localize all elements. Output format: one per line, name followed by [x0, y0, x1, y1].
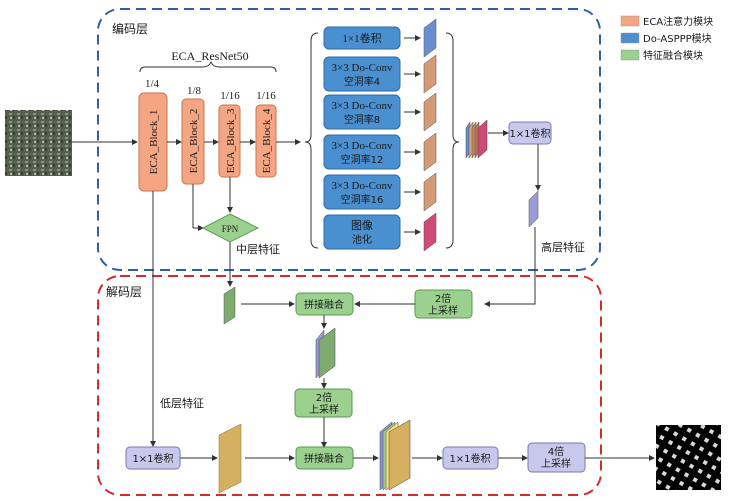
- scale-label-4: 1/16: [256, 90, 276, 102]
- legend-swatch: [620, 49, 640, 61]
- legend-label: Do-ASPPP模块: [643, 33, 712, 45]
- aspp-feature-map-4: [423, 132, 437, 172]
- svg-text:2倍: 2倍: [435, 292, 451, 305]
- svg-text:上采样: 上采样: [309, 403, 339, 416]
- aspp-feature-map-5: [423, 172, 437, 212]
- aspp-feature-map-6: [423, 212, 437, 252]
- svg-text:ECA_Block_1: ECA_Block_1: [148, 110, 160, 175]
- decoder-title: 解码层: [106, 285, 142, 299]
- encoder-region: [97, 8, 601, 271]
- eca-block-1: ECA_Block_1 1/4: [138, 78, 168, 192]
- decoder-region: [97, 275, 602, 496]
- legend-item-1: ECA注意力模块: [620, 15, 713, 28]
- svg-text:3×3 Do-Conv: 3×3 Do-Conv: [332, 140, 393, 152]
- eca-block-4: ECA_Block_4 1/16: [255, 90, 277, 178]
- eca-block-3: ECA_Block_3 1/16: [218, 90, 241, 178]
- eca-block-2: ECA_Block_2 1/8: [181, 85, 205, 185]
- svg-text:空洞率8: 空洞率8: [344, 113, 380, 126]
- svg-text:4倍: 4倍: [548, 445, 564, 458]
- high-level-feature-map: [528, 190, 539, 228]
- svg-text:空洞率12: 空洞率12: [341, 153, 384, 166]
- concat-fusion-top: 拼接融合: [295, 292, 354, 316]
- svg-text:1×1卷积: 1×1卷积: [449, 452, 490, 465]
- low-feature-label: 低层特征: [160, 396, 204, 410]
- legend-swatch: [620, 15, 640, 27]
- svg-text:拼接融合: 拼接融合: [304, 298, 344, 311]
- fpn-node: FPN: [201, 213, 260, 243]
- svg-text:3×3 Do-Conv: 3×3 Do-Conv: [332, 180, 393, 192]
- svg-text:1×1卷积: 1×1卷积: [342, 31, 381, 45]
- svg-text:ECA_Block_3: ECA_Block_3: [225, 108, 237, 173]
- encoder-title: 编码层: [112, 21, 148, 36]
- aspp-feature-map-2: [423, 54, 437, 94]
- svg-text:3×3 Do-Conv: 3×3 Do-Conv: [332, 62, 393, 74]
- svg-text:空洞率4: 空洞率4: [344, 75, 380, 88]
- svg-text:空洞率16: 空洞率16: [341, 193, 384, 206]
- svg-text:图像: 图像: [351, 219, 373, 232]
- concat-fusion-bottom: 拼接融合: [295, 446, 354, 470]
- fused-feature-stack-mid: [315, 327, 336, 379]
- backbone-label: ECA_ResNet50: [171, 49, 248, 63]
- svg-text:1×1卷积: 1×1卷积: [132, 452, 173, 465]
- svg-text:ECA_Block_2: ECA_Block_2: [188, 109, 200, 174]
- aspp-right-brace: [445, 32, 460, 249]
- scale-label-3: 1/16: [220, 90, 240, 102]
- aspp-concat-feature-stack: [465, 119, 488, 159]
- legend-label: ECA注意力模块: [643, 15, 713, 28]
- aspp-branch-1: 1×1卷积: [323, 26, 401, 50]
- svg-text:FPN: FPN: [222, 224, 239, 234]
- scale-label-1: 1/4: [145, 78, 160, 90]
- upsample-2x-top: 2倍 上采样: [414, 289, 473, 319]
- aspp-feature-map-1: [423, 18, 437, 58]
- svg-text:ECA_Block_4: ECA_Block_4: [261, 108, 273, 173]
- svg-text:拼接融合: 拼接融合: [304, 452, 344, 465]
- high-feature-label: 高层特征: [541, 240, 585, 254]
- mid-feature-label: 中层特征: [236, 242, 280, 256]
- scale-label-2: 1/8: [187, 85, 202, 97]
- svg-text:上采样: 上采样: [541, 457, 571, 470]
- input-satellite-image: [5, 110, 72, 176]
- svg-text:池化: 池化: [352, 233, 372, 246]
- upsample-2x-mid: 2倍 上采样: [294, 388, 353, 418]
- output-segmentation-map: [656, 425, 721, 490]
- encoder-conv1x1: 1×1卷积: [508, 121, 552, 145]
- upsample-4x: 4倍 上采样: [527, 442, 586, 473]
- aspp-feature-map-3: [423, 92, 437, 132]
- legend-label: 特征融合模块: [643, 49, 703, 62]
- svg-text:1×1卷积: 1×1卷积: [509, 127, 550, 140]
- svg-text:3×3 Do-Conv: 3×3 Do-Conv: [332, 100, 393, 112]
- decoder-conv1x1-low: 1×1卷积: [125, 446, 181, 470]
- backbone-brace: [139, 60, 277, 73]
- legend-item-3: 特征融合模块: [620, 49, 703, 62]
- low-level-feature-map: [218, 423, 242, 494]
- svg-text:上采样: 上采样: [428, 304, 458, 317]
- decoder-conv1x1-final: 1×1卷积: [442, 446, 499, 470]
- legend-item-2: Do-ASPPP模块: [620, 32, 712, 45]
- fused-feature-stack-final: [379, 419, 411, 491]
- mid-level-feature-map: [223, 286, 236, 325]
- aspp-left-brace: [304, 32, 319, 249]
- legend-swatch: [620, 32, 640, 44]
- svg-text:2倍: 2倍: [316, 391, 332, 404]
